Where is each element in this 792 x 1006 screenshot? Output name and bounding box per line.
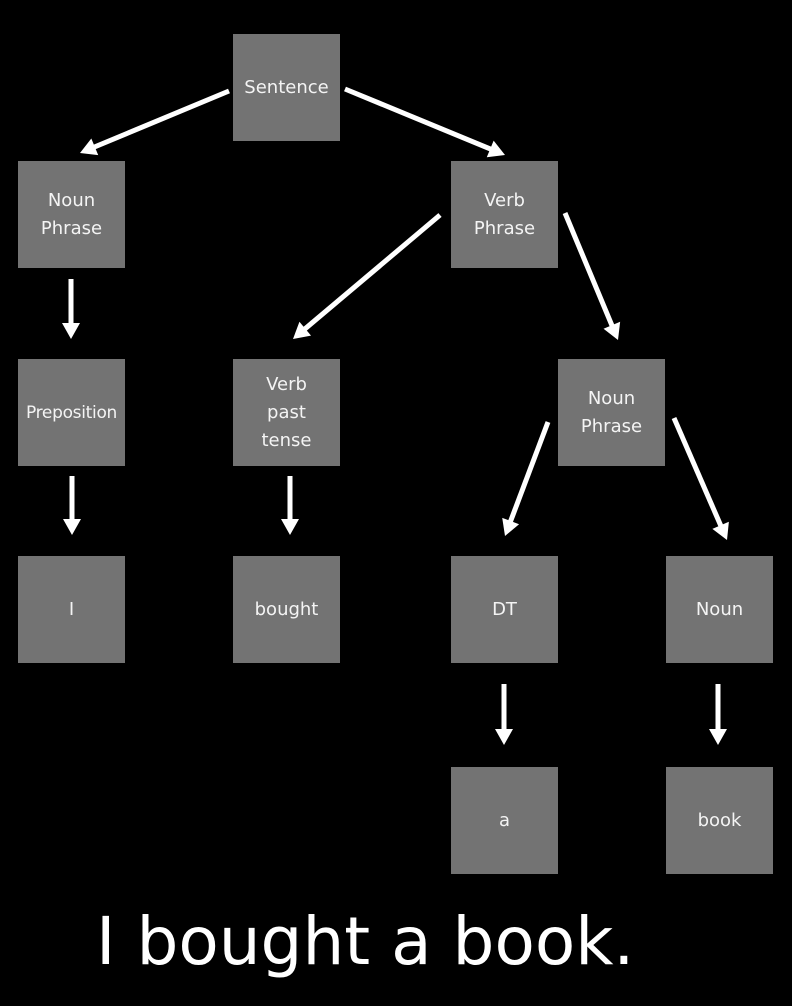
edge-sentence-to-np_subject (80, 88, 230, 156)
node-verb-phrase-label: Verb Phrase (473, 189, 536, 239)
node-dt-label: DT (492, 598, 517, 620)
node-word-book-label: book (697, 809, 742, 831)
node-noun-phrase-object-label: Noun Phrase (580, 387, 643, 437)
edge-noun-to-word_book (709, 684, 727, 745)
node-word-i-label: I (68, 598, 75, 620)
arrowhead-icon (62, 323, 80, 339)
node-verb-past-tense-label: Verb past tense (261, 373, 312, 451)
node-word-a-label: a (498, 809, 511, 831)
node-noun: Noun (666, 556, 773, 663)
edge-np_object-to-dt (502, 421, 551, 536)
edge-np_object-to-noun (671, 417, 729, 540)
arrow-shaft (562, 212, 615, 329)
node-dt: DT (451, 556, 558, 663)
edge-dt-to-word_a (495, 684, 513, 745)
node-sentence-label: Sentence (244, 76, 329, 98)
arrowhead-icon (63, 519, 81, 535)
node-word-i: I (18, 556, 125, 663)
node-word-bought: bought (233, 556, 340, 663)
edge-np_subject-to-preposition (62, 279, 80, 339)
edge-vp-to-np_object (562, 212, 621, 340)
arrowhead-icon (502, 517, 520, 536)
arrowhead-icon (293, 321, 312, 339)
edge-preposition-to-word_i (63, 476, 81, 535)
arrowhead-icon (709, 729, 727, 745)
sentence-caption: I bought a book. (96, 903, 635, 980)
arrow-shaft (302, 213, 442, 332)
arrowhead-icon (495, 729, 513, 745)
arrow-shaft (671, 417, 724, 529)
arrow-shaft (507, 421, 551, 524)
arrow-shaft (91, 88, 230, 150)
edge-verb_past-to-word_bought (281, 476, 299, 535)
node-preposition: Preposition (18, 359, 125, 466)
arrowhead-icon (80, 138, 99, 156)
node-word-bought-label: bought (254, 598, 319, 620)
edge-sentence-to-vp (344, 86, 505, 158)
node-word-book: book (666, 767, 773, 874)
node-noun-phrase-object: Noun Phrase (558, 359, 665, 466)
node-noun-phrase-subject-label: Noun Phrase (40, 189, 103, 239)
node-sentence: Sentence (233, 34, 340, 141)
arrowhead-icon (281, 519, 299, 535)
node-verb-past-tense: Verb past tense (233, 359, 340, 466)
arrow-shaft (344, 86, 494, 152)
node-verb-phrase: Verb Phrase (451, 161, 558, 268)
node-word-a: a (451, 767, 558, 874)
edge-vp-to-verb_past (293, 213, 442, 339)
node-noun-label: Noun (695, 598, 744, 620)
node-preposition-label: Preposition (25, 402, 118, 423)
arrowhead-icon (712, 521, 729, 540)
node-noun-phrase-subject: Noun Phrase (18, 161, 125, 268)
arrowhead-icon (486, 140, 505, 158)
arrowhead-icon (603, 321, 621, 340)
